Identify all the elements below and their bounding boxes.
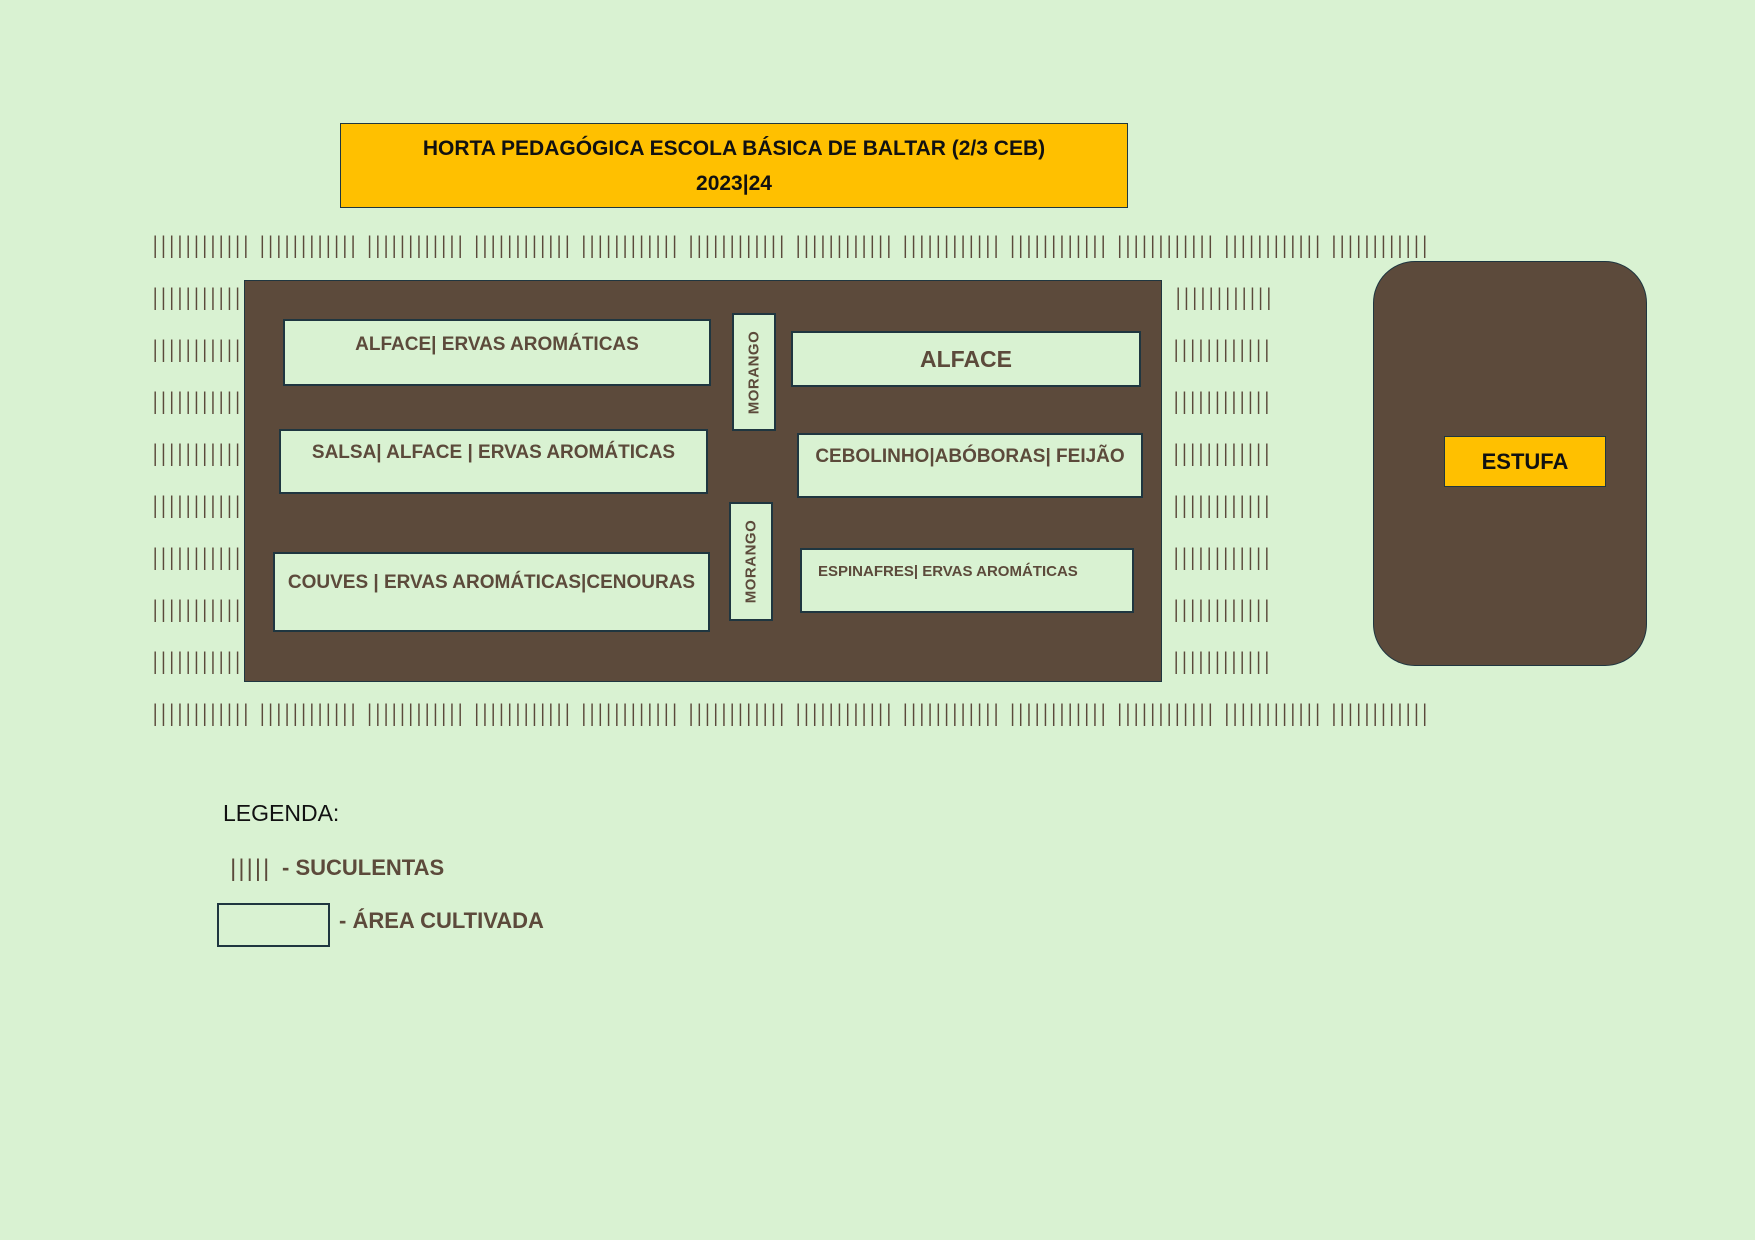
- legend-cultivated-swatch: [217, 903, 330, 947]
- succulent-right-3: ||||||||||||: [1171, 390, 1270, 414]
- succulent-right-4: ||||||||||||: [1171, 442, 1270, 466]
- succulent-left-2: ||||||||||||: [150, 338, 249, 362]
- title-line-2: 2023|24: [696, 171, 772, 195]
- bed-top-right: ALFACE: [791, 331, 1141, 387]
- bed-mid-right-label: CEBOLINHO|ABÓBORAS| FEIJÃO: [815, 446, 1125, 467]
- legend-succulents-symbol: ||||||||||||: [228, 857, 273, 882]
- title-line-1: HORTA PEDAGÓGICA ESCOLA BÁSICA DE BALTAR…: [422, 136, 1046, 160]
- bed-mid-right: CEBOLINHO|ABÓBORAS| FEIJÃO: [797, 433, 1143, 498]
- bed-morango-bottom-label: MORANGO: [742, 519, 760, 604]
- succulent-left-3: ||||||||||||: [150, 390, 249, 414]
- map-title: HORTA PEDAGÓGICA ESCOLA BÁSICA DE BALTAR…: [340, 123, 1128, 208]
- succulent-right-1: ||||||||||||: [1173, 286, 1272, 310]
- bed-bottom-left: COUVES | ERVAS AROMÁTICAS|CENOURAS: [273, 552, 710, 632]
- bed-bottom-right-label: ESPINAFRES| ERVAS AROMÁTICAS: [818, 563, 1078, 580]
- bed-top-right-label: ALFACE: [920, 346, 1012, 372]
- succulent-left-4: ||||||||||||: [150, 442, 249, 466]
- succulent-row-top: |||||||||||| |||||||||||| |||||||||||| |…: [150, 234, 1428, 258]
- succulent-right-6: ||||||||||||: [1171, 546, 1270, 570]
- bed-bottom-right: ESPINAFRES| ERVAS AROMÁTICAS: [800, 548, 1134, 613]
- legend-cultivated-label: - ÁREA CULTIVADA: [339, 908, 544, 933]
- bed-bottom-left-label: COUVES | ERVAS AROMÁTICAS|CENOURAS: [287, 572, 696, 593]
- succulent-row-bottom: |||||||||||| |||||||||||| |||||||||||| |…: [150, 702, 1428, 726]
- bed-morango-top-label: MORANGO: [745, 330, 763, 414]
- bed-top-left: ALFACE| ERVAS AROMÁTICAS: [283, 319, 711, 386]
- bed-mid-left: SALSA| ALFACE | ERVAS AROMÁTICAS: [279, 429, 708, 494]
- succulent-left-1: ||||||||||||: [150, 286, 249, 310]
- bed-morango-bottom: MORANGO: [729, 502, 773, 621]
- legend-title: LEGENDA:: [223, 800, 340, 826]
- succulent-left-7: ||||||||||||: [150, 598, 249, 622]
- legend-succulents: |||||||||||| - SUCULENTAS: [228, 855, 444, 881]
- succulent-right-8: ||||||||||||: [1171, 650, 1270, 674]
- bed-mid-left-label: SALSA| ALFACE | ERVAS AROMÁTICAS: [311, 442, 676, 463]
- bed-top-left-label: ALFACE| ERVAS AROMÁTICAS: [355, 334, 639, 355]
- legend-succulents-label: - SUCULENTAS: [282, 855, 445, 880]
- succulent-left-6: ||||||||||||: [150, 546, 249, 570]
- succulent-left-5: ||||||||||||: [150, 494, 249, 518]
- succulent-right-7: ||||||||||||: [1171, 598, 1270, 622]
- succulent-right-5: ||||||||||||: [1171, 494, 1270, 518]
- greenhouse-label: ESTUFA: [1444, 436, 1606, 487]
- bed-morango-top: MORANGO: [732, 313, 776, 431]
- succulent-left-8: ||||||||||||: [150, 650, 249, 674]
- succulent-right-2: ||||||||||||: [1171, 338, 1270, 362]
